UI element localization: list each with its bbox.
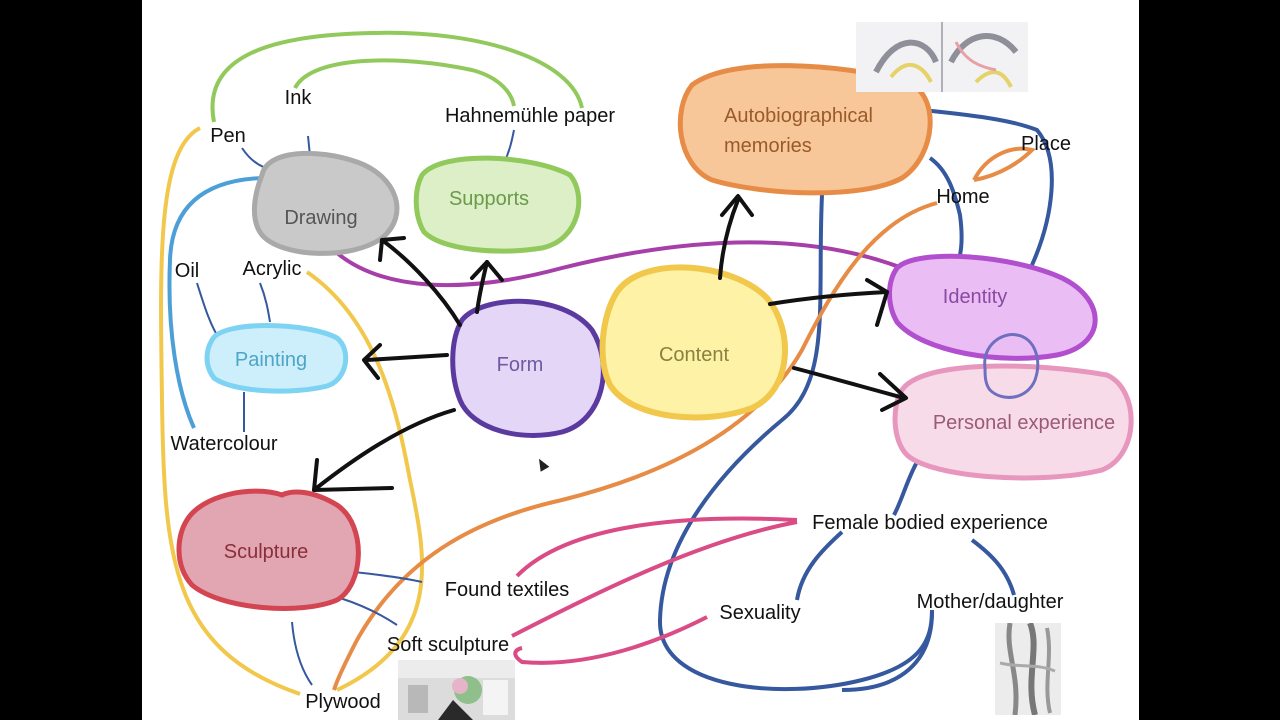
arrow-form-supports-head	[470, 260, 504, 282]
arrow-form-drawing	[380, 238, 462, 327]
label-hahnemuhle: Hahnemühle paper	[444, 105, 616, 127]
arrow-form-painting	[365, 353, 449, 362]
node-drawing-label: Drawing	[284, 207, 358, 229]
female-mother-link	[970, 538, 1016, 596]
mind-map-diagram	[159, 30, 1134, 696]
label-acrylic: Acrylic	[242, 258, 302, 280]
home-identity-link	[928, 156, 964, 256]
pen-plywood-yellow-link	[159, 126, 301, 696]
autobiographical-sexuality-navy-link	[657, 194, 934, 692]
label-found-textiles: Found textiles	[444, 579, 570, 601]
sculpture-textiles-link	[353, 571, 423, 583]
ink-hahnemuhle-link	[293, 58, 516, 107]
sexuality-softsculpture-pink-link	[513, 615, 708, 665]
node-form-label: Form	[496, 354, 544, 376]
sculpture-plywood-link	[291, 621, 313, 686]
label-female-bodied: Female bodied experience	[812, 512, 1048, 534]
acrylic-painting-link	[259, 282, 271, 323]
arrow-content-autobiographical	[718, 198, 740, 280]
female-textiles-pink-link	[515, 516, 798, 578]
thumbnail-mother-daughter-artwork	[995, 623, 1061, 715]
personal-female-link	[892, 461, 919, 516]
node-form-blob[interactable]	[450, 298, 606, 438]
node-supports-blob[interactable]	[413, 155, 582, 254]
mother-navy-link	[841, 611, 934, 692]
arrow-content-autobiographical-head	[720, 194, 754, 217]
thumbnail-installation-photo	[398, 660, 515, 720]
label-soft-sculpture: Soft sculpture	[386, 634, 510, 656]
thumbnail-autobiographical-drawing	[856, 22, 1028, 92]
label-watercolour: Watercolour	[170, 433, 278, 455]
arrow-form-drawing-head	[378, 236, 406, 262]
autobiographical-identity-navy-link	[921, 108, 1054, 266]
pen-hahnemuhle-link	[210, 30, 584, 123]
female-sexuality-link	[795, 530, 844, 601]
arrow-content-identity	[768, 290, 889, 306]
thumbnail-soft-sculpture-installation	[398, 660, 515, 720]
home-plywood-orange-link	[332, 201, 938, 691]
node-personal-label: Personal experience	[932, 412, 1116, 434]
node-identity-label: Identity	[942, 286, 1008, 308]
node-supports-label: Supports	[448, 188, 530, 210]
node-autobiographical-blob[interactable]	[677, 63, 933, 196]
drawing-identity-purple-link	[335, 240, 903, 288]
node-drawing-blob[interactable]	[251, 150, 400, 256]
thumbnail-mother-daughter-drawing	[995, 623, 1061, 715]
female-softsculpture-pink-link	[511, 520, 798, 638]
identity-personal-overlap-circle	[983, 333, 1040, 399]
label-home: Home	[936, 186, 990, 208]
arrow-form-sculpture	[312, 408, 456, 492]
mind-map-canvas: Drawing Supports Painting Form Content A…	[142, 0, 1139, 720]
arrow-content-personal	[792, 366, 906, 400]
arrows	[312, 194, 908, 492]
node-personal-blob[interactable]	[892, 363, 1134, 481]
node-content-blob[interactable]	[599, 264, 788, 421]
acrylic-plywood-yellow-link	[305, 270, 425, 692]
place-loop-orange-link	[972, 146, 1036, 182]
node-sculpture-blob[interactable]	[176, 488, 361, 611]
label-ink: Ink	[284, 87, 312, 109]
label-oil: Oil	[174, 260, 200, 282]
label-plywood: Plywood	[305, 691, 381, 713]
label-place: Place	[1020, 133, 1072, 155]
node-painting-label: Painting	[234, 349, 308, 371]
arrow-form-sculpture-head	[312, 458, 394, 492]
node-autobiographical-label-line1: Autobiographical	[724, 105, 873, 127]
arrow-form-painting-head	[362, 343, 382, 380]
node-content-label: Content	[658, 344, 730, 366]
drawing-watercolour-blue-link	[167, 176, 263, 429]
node-autobiographical-label-line2: memories	[724, 135, 812, 157]
thumbnail-autobiographical-artwork	[856, 22, 1028, 92]
node-painting-blob[interactable]	[204, 323, 349, 394]
arrow-content-identity-head	[865, 278, 889, 327]
sculpture-softsculpture-link	[339, 597, 398, 626]
oil-painting-link	[196, 282, 221, 341]
label-sexuality: Sexuality	[719, 602, 801, 624]
label-mother-daughter: Mother/daughter	[916, 591, 1064, 613]
node-sculpture-label: Sculpture	[223, 541, 309, 563]
node-identity-blob[interactable]	[887, 253, 1098, 361]
label-pen: Pen	[210, 125, 246, 147]
arrow-content-personal-head	[878, 372, 908, 412]
